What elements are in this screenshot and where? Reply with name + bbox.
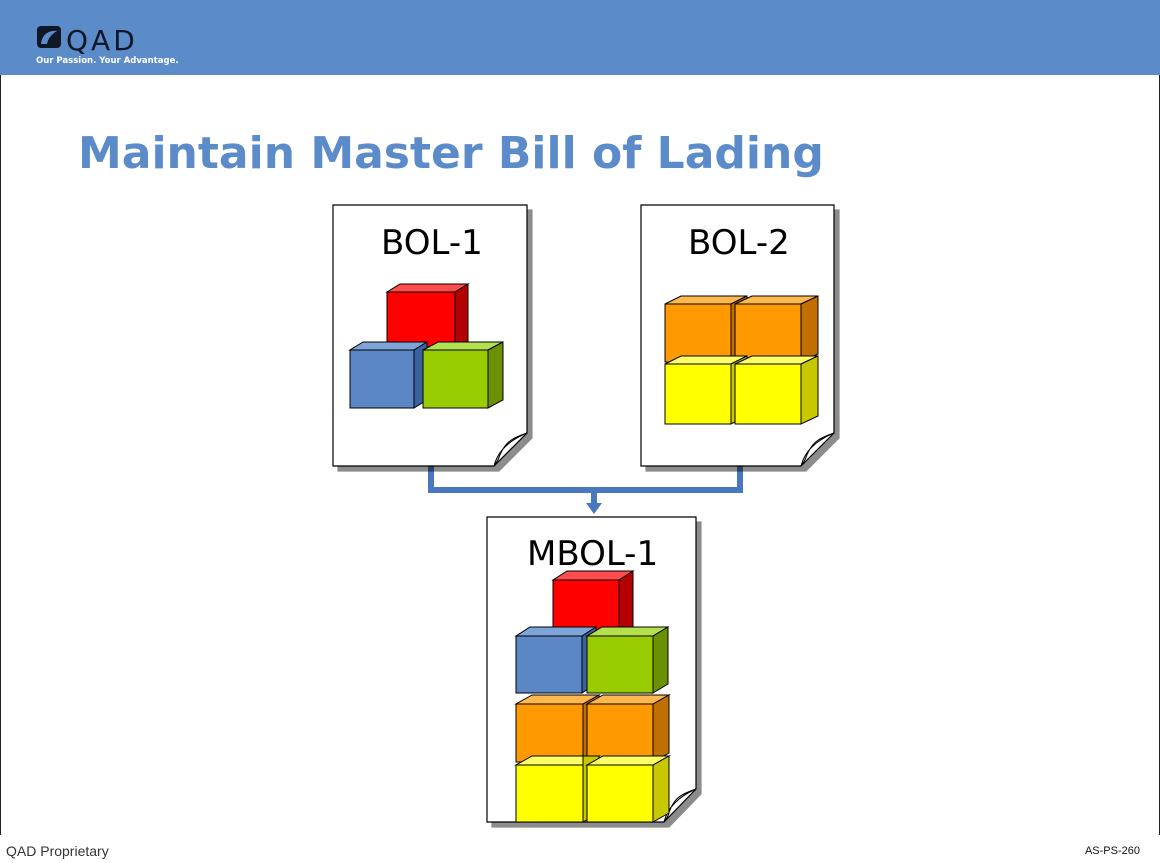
- block-orange: [734, 295, 819, 363]
- qad-logo: QAD Our Passion. Your Advantage.: [36, 22, 196, 72]
- brand-name: QAD: [66, 24, 138, 57]
- document-label-bol-1: BOL-1: [381, 223, 483, 263]
- header-bar: QAD Our Passion. Your Advantage.: [0, 0, 1160, 75]
- arrow-down-icon: [586, 503, 602, 514]
- block-red: [385, 283, 470, 351]
- block-blue: [514, 626, 598, 694]
- document-label-mbol-1: MBOL-1: [527, 534, 658, 574]
- block-yellow: [585, 755, 671, 823]
- brand-tagline: Our Passion. Your Advantage.: [36, 56, 179, 66]
- block-yellow: [734, 355, 819, 425]
- page-title: Maintain Master Bill of Lading: [78, 128, 824, 179]
- merge-connector: [428, 466, 743, 514]
- footer-proprietary: QAD Proprietary: [6, 843, 109, 859]
- qad-logo-mark-icon: [37, 26, 61, 48]
- block-red: [551, 570, 635, 636]
- block-green: [422, 341, 504, 409]
- block-blue: [348, 341, 429, 409]
- mbol-1-blocks: [514, 570, 671, 823]
- block-orange: [585, 694, 671, 763]
- footer-slide-code: AS-PS-260: [1084, 845, 1140, 857]
- bol-2-blocks: [664, 295, 819, 425]
- document-label-bol-2: BOL-2: [688, 223, 790, 263]
- block-green: [585, 626, 670, 694]
- bol-1-blocks: [348, 283, 504, 409]
